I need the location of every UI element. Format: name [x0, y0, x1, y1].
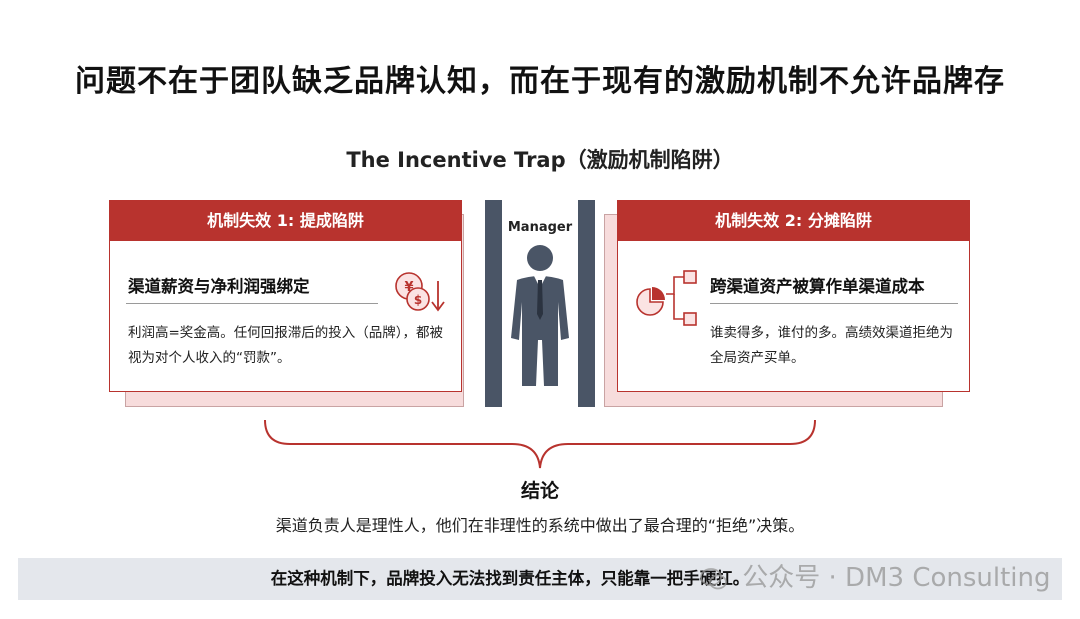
bottom-summary-text: 在这种机制下，品牌投入无法找到责任主体，只能靠一把手硬扛。	[270, 569, 750, 588]
right-card: 机制失效 2: 分摊陷阱 跨渠道资产被算作单渠道成本 谁卖得多，谁付的多。高绩效…	[604, 200, 972, 408]
left-card-divider	[126, 303, 378, 304]
conclusion-title: 结论	[520, 480, 559, 502]
left-pillar	[485, 200, 502, 407]
bottom-summary-bar: 在这种机制下，品牌投入无法找到责任主体，只能靠一把手硬扛。	[18, 558, 1062, 600]
manager-label: Manager	[507, 220, 573, 235]
money-down-icon: ¥ $	[395, 272, 445, 312]
right-card-header: 机制失效 2: 分摊陷阱	[618, 201, 969, 241]
watermark-text: 公众号 · DM3 Consulting	[742, 563, 1051, 593]
pie-split-icon	[636, 270, 697, 326]
manager-icon	[511, 245, 569, 386]
right-card-body: 谁卖得多，谁付的多。高绩效渠道拒绝为全局资产买单。	[710, 325, 953, 366]
svg-text:¥: ¥	[404, 280, 413, 295]
curly-brace-icon	[264, 419, 816, 469]
watermark: 公众号 · DM3 Consulting	[700, 558, 1051, 600]
diagram-title: The Incentive Trap（激励机制陷阱）	[346, 148, 734, 172]
conclusion-text: 渠道负责人是理性人，他们在非理性的系统中做出了最合理的“拒绝”决策。	[275, 516, 805, 535]
left-card: 机制失效 1: 提成陷阱 渠道薪资与净利润强绑定 利润高=奖金高。任何回报滞后的…	[109, 200, 464, 408]
left-card-body: 利润高=奖金高。任何回报滞后的投入（品牌），都被视为对个人收入的“罚款”。	[128, 325, 444, 366]
left-card-panel: 机制失效 1: 提成陷阱 渠道薪资与净利润强绑定 利润高=奖金高。任何回报滞后的…	[109, 200, 462, 392]
left-card-subtitle: 渠道薪资与净利润强绑定	[128, 277, 310, 296]
right-card-subtitle: 跨渠道资产被算作单渠道成本	[710, 277, 925, 296]
right-card-divider	[710, 303, 958, 304]
left-card-header: 机制失效 1: 提成陷阱	[110, 201, 461, 241]
wechat-icon	[700, 567, 727, 589]
svg-text:$: $	[414, 293, 422, 307]
right-card-panel: 机制失效 2: 分摊陷阱 跨渠道资产被算作单渠道成本 谁卖得多，谁付的多。高绩效…	[617, 200, 970, 392]
right-pillar	[578, 200, 595, 407]
page-title: 问题不在于团队缺乏品牌认知，而在于现有的激励机制不允许品牌存	[75, 64, 1005, 99]
